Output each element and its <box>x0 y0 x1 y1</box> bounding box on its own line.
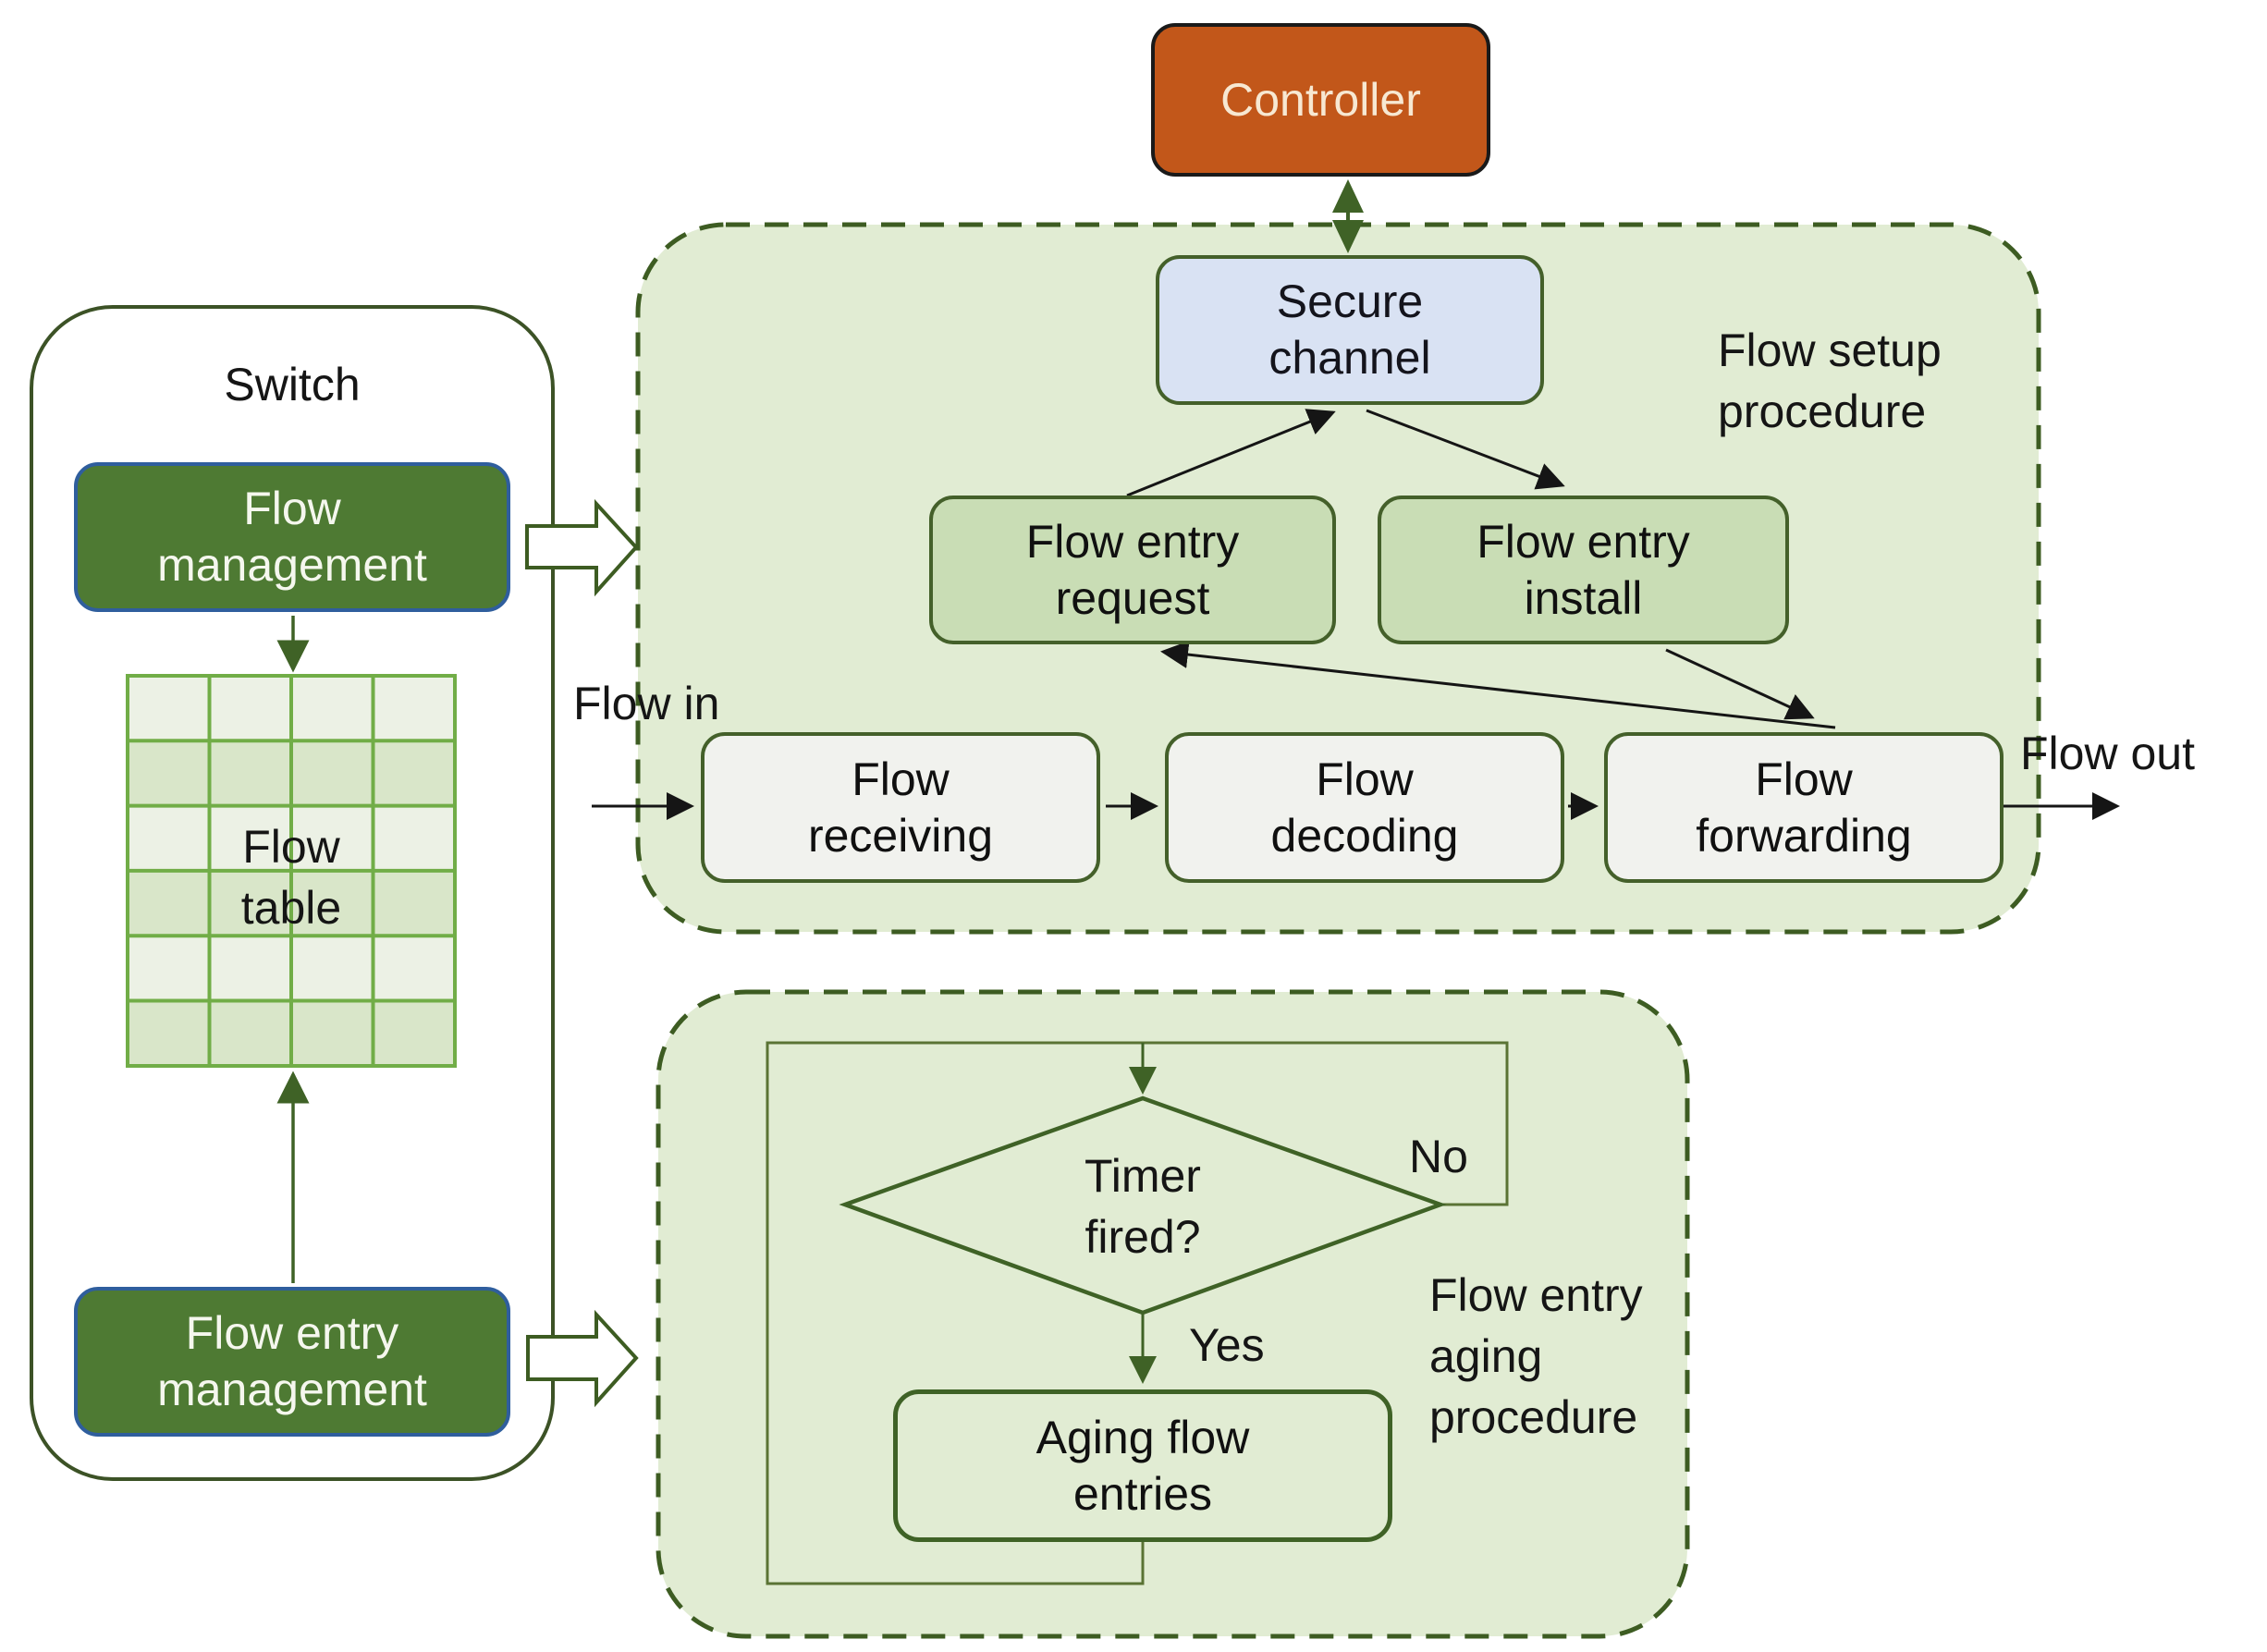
flow-in-label: Flow in <box>573 678 720 729</box>
secure-channel-node: Secure channel <box>1156 255 1544 405</box>
controller-secure-arrow <box>1332 179 1364 253</box>
flow-table-grid <box>126 674 457 1068</box>
flow-setup-region-label: Flow setup procedure <box>1718 324 1942 437</box>
setup-arrows <box>592 409 2120 820</box>
flow-forwarding-node: Flow forwarding <box>1604 732 2004 883</box>
request-to-secure-arrow <box>1126 409 1336 497</box>
secure-to-install-arrow <box>1366 409 1565 490</box>
flow-receiving-node: Flow receiving <box>701 732 1100 883</box>
yes-label: Yes <box>1189 1319 1265 1371</box>
flow-table-label: Flow table <box>240 821 342 934</box>
switch-title: Switch <box>224 359 361 410</box>
flow-management-node: Flow management <box>74 462 510 612</box>
flow-decoding-node: Flow decoding <box>1165 732 1564 883</box>
flow-aging-region-label: Flow entry aging procedure <box>1429 1269 1643 1443</box>
flow-entry-install-node: Flow entry install <box>1378 496 1789 644</box>
flow-entry-management-node: Flow entry management <box>74 1287 510 1437</box>
controller-node: Controller <box>1151 23 1490 177</box>
no-label: No <box>1409 1131 1468 1182</box>
install-to-forwarding-arrow <box>1665 648 1815 720</box>
flow-out-label: Flow out <box>2020 728 2195 779</box>
timer-fired-label: Timer fired? <box>1084 1150 1201 1263</box>
flow-entry-request-node: Flow entry request <box>929 496 1336 644</box>
block-arrow-flow-management-icon <box>525 498 639 597</box>
aging-flow-entries-node: Aging flow entries <box>893 1389 1392 1542</box>
block-arrow-entry-management-icon <box>526 1309 639 1408</box>
forwarding-to-request-arrow <box>1160 641 1836 729</box>
aging-loop-line <box>766 1041 1509 1585</box>
